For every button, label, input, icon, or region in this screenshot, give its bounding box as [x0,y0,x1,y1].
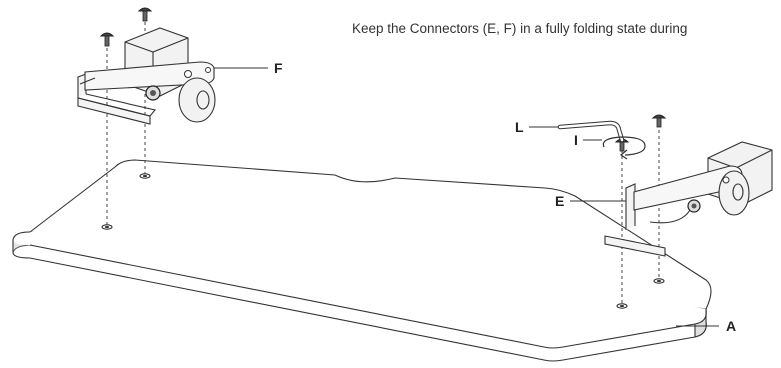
connector-f [77,27,216,125]
board-top-outline [29,159,712,310]
hole-icon [653,278,665,284]
label-f: F [274,60,283,76]
screw-icon [137,7,153,22]
label-i: I [574,132,578,148]
connector-f-base-plate [77,97,151,125]
connector-e-base-plate [604,235,666,257]
rotation-arrow-icon [602,136,646,160]
hole-icon [142,175,148,177]
hex-key-icon [557,120,625,143]
board-front-outline [29,244,696,349]
screw-icon [651,114,667,128]
hole-icon [104,226,110,228]
label-e: E [555,193,564,209]
board-bottom-outline [12,252,696,362]
hole-icon [619,305,625,307]
hole-icon [656,280,662,282]
connector-e [604,141,773,257]
label-l: L [515,119,524,135]
hole-icon [616,303,628,309]
desk-board [12,159,712,362]
label-a: A [726,318,736,334]
instruction-text: Keep the Connectors (E, F) in a fully fo… [352,21,688,36]
screw-icon [99,32,115,47]
